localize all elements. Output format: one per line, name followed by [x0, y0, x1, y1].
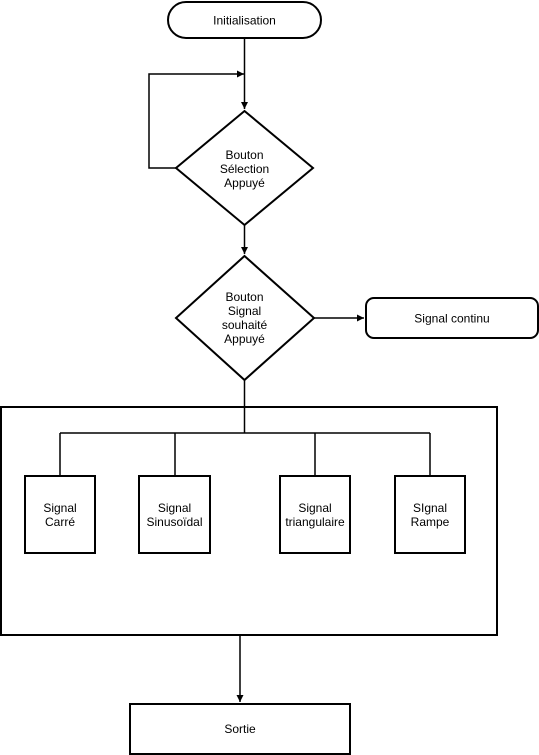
decision-signal: Bouton Signal souhaité Appuyé	[174, 254, 316, 382]
output-label: Sortie	[224, 722, 256, 736]
start-label: Initialisation	[213, 14, 276, 28]
decision-selection-line-2: Sélection	[220, 162, 269, 176]
signal-carre-line-2: Carré	[45, 515, 75, 529]
signal-carre-line-1: Signal	[43, 501, 76, 515]
signal-sinusoidal-line-2: Sinusoïdal	[146, 515, 202, 529]
signal-box-triangulaire: Signal triangulaire	[279, 475, 351, 554]
signal-rampe-line-1: SIgnal	[413, 501, 447, 515]
output-node: Sortie	[129, 703, 351, 755]
decision-selection-line-1: Bouton	[225, 148, 263, 162]
decision-signal-line-3: souhaité	[222, 318, 268, 332]
signal-triangulaire-line-2: triangulaire	[285, 515, 345, 529]
arrow-selection-loop	[148, 70, 244, 169]
decision-signal-line-4: Appuyé	[224, 332, 265, 346]
signal-triangulaire-line-1: Signal	[298, 501, 331, 515]
signal-connectors	[59, 407, 431, 476]
decision-signal-line-1: Bouton	[225, 290, 263, 304]
signal-box-sinusoidal: Signal Sinusoïdal	[138, 475, 211, 554]
continuous-node: Signal continu	[365, 297, 539, 339]
signal-rampe-line-2: Rampe	[411, 515, 450, 529]
decision-selection-line-3: Appuyé	[224, 176, 265, 190]
decision-signal-line-2: Signal	[228, 304, 261, 318]
signal-sinusoidal-line-1: Signal	[158, 501, 191, 515]
decision-selection: Bouton Sélection Appuyé	[174, 109, 315, 227]
start-node: Initialisation	[167, 1, 322, 39]
continuous-label: Signal continu	[414, 312, 489, 326]
signal-box-carre: Signal Carré	[24, 475, 96, 554]
signal-box-rampe: SIgnal Rampe	[394, 475, 466, 554]
signal-group-container	[0, 406, 498, 636]
